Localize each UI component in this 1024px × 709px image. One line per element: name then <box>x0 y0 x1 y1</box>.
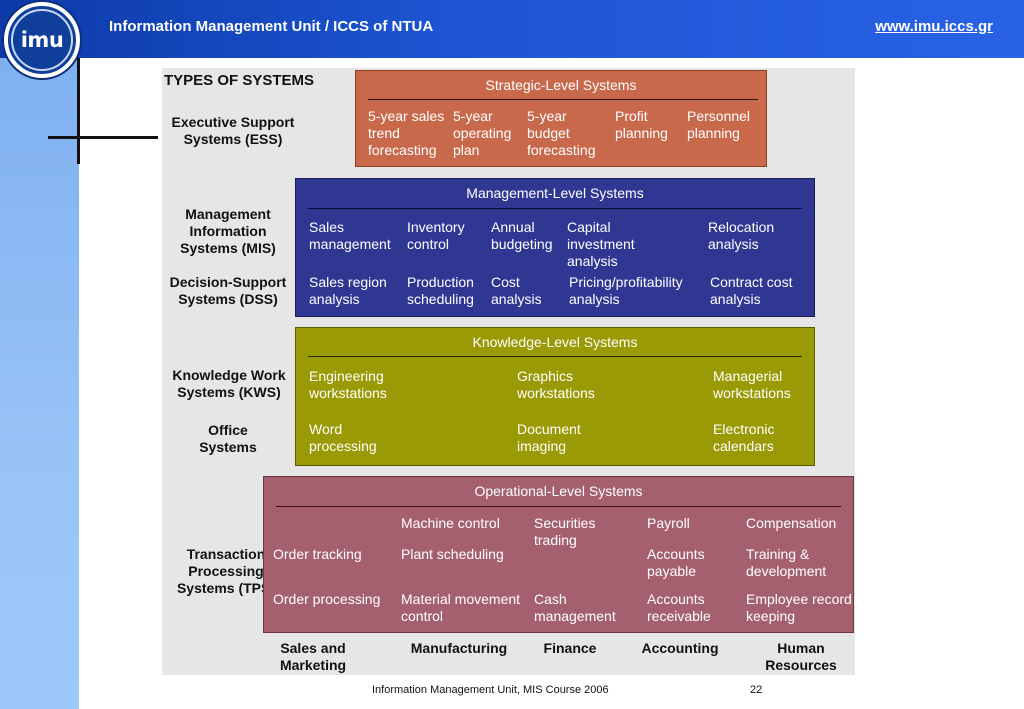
strategic-item: Personnel planning <box>687 108 751 141</box>
row-label-dss: Decision-Support Systems (DSS) <box>169 274 287 307</box>
logo-text: imu <box>20 28 64 52</box>
office-item: Document imaging <box>517 421 581 454</box>
tps-item: Accounts receivable <box>647 591 711 624</box>
strategic-item: 5-year budget forecasting <box>527 108 596 158</box>
tps-item: Payroll <box>647 515 690 531</box>
operational-level-title: Operational-Level Systems <box>474 483 643 499</box>
header-title: Information Management Unit / ICCS of NT… <box>109 18 434 35</box>
row-label-ess: Executive Support Systems (ESS) <box>171 114 295 147</box>
decorative-cross-horizontal <box>48 136 158 139</box>
kws-item: Engineering workstations <box>309 368 387 401</box>
dss-item: Cost analysis <box>491 274 542 307</box>
row-label-office: Office Systems <box>199 422 257 455</box>
kws-item: Graphics workstations <box>517 368 595 401</box>
mis-item: Capital investment analysis <box>567 219 635 269</box>
diagram-title: TYPES OF SYSTEMS <box>164 72 315 89</box>
divider <box>308 356 802 357</box>
operational-level-box: Operational-Level Systems Machine contro… <box>263 476 854 633</box>
imu-logo: imu <box>4 2 80 78</box>
tps-item: Employee record keeping <box>746 591 852 624</box>
dss-item: Production scheduling <box>407 274 474 307</box>
office-item: Electronic calendars <box>713 421 775 454</box>
footer-text: Information Management Unit, MIS Course … <box>372 684 609 696</box>
row-label-mis: Management Information Systems (MIS) <box>180 206 276 256</box>
divider <box>368 99 758 100</box>
tps-item: Order tracking <box>273 546 362 562</box>
area-label-manufacturing: Manufacturing <box>410 640 508 656</box>
strategic-item: 5-year operating plan <box>453 108 512 158</box>
tps-item: Plant scheduling <box>401 546 504 562</box>
decorative-cross-vertical <box>77 58 80 164</box>
row-label-kws: Knowledge Work Systems (KWS) <box>172 367 286 400</box>
mis-item: Relocation analysis <box>708 219 775 252</box>
divider <box>308 208 802 209</box>
tps-item: Order processing <box>273 591 381 607</box>
left-decorative-band <box>0 58 79 709</box>
page-number: 22 <box>750 684 763 696</box>
management-level-title: Management-Level Systems <box>466 185 644 201</box>
kws-item: Managerial workstations <box>713 368 791 401</box>
dss-item: Sales region analysis <box>309 274 387 307</box>
tps-item: Material movement control <box>401 591 521 624</box>
strategic-item: Profit planning <box>615 108 668 141</box>
management-level-box: Management-Level Systems Sales managemen… <box>295 178 815 317</box>
area-label-finance: Finance <box>543 640 597 656</box>
dss-item: Pricing/profitability analysis <box>569 274 683 307</box>
mis-item: Inventory control <box>407 219 465 252</box>
area-label-sales-marketing: Sales and Marketing <box>279 640 347 673</box>
tps-item: Cash management <box>534 591 616 624</box>
area-label-human-resources: Human Resources <box>765 640 837 673</box>
strategic-item: 5-year sales trend forecasting <box>368 108 445 158</box>
knowledge-level-box: Knowledge-Level Systems Engineering work… <box>295 327 815 466</box>
mis-item: Sales management <box>309 219 391 252</box>
divider <box>276 506 841 507</box>
header-bar <box>0 0 1024 58</box>
tps-item: Compensation <box>746 515 837 531</box>
dss-item: Contract cost analysis <box>710 274 793 307</box>
tps-item: Securities trading <box>534 515 596 548</box>
knowledge-level-title: Knowledge-Level Systems <box>472 334 638 350</box>
area-label-accounting: Accounting <box>641 640 719 656</box>
tps-item: Machine control <box>401 515 500 531</box>
mis-item: Annual budgeting <box>491 219 553 252</box>
office-item: Word processing <box>309 421 377 454</box>
tps-item: Accounts payable <box>647 546 705 579</box>
row-label-tps: Transaction Processing Systems (TPS) <box>176 546 276 596</box>
website-link[interactable]: www.imu.iccs.gr <box>875 18 993 35</box>
strategic-level-box: Strategic-Level Systems 5-year sales tre… <box>355 70 767 167</box>
strategic-level-title: Strategic-Level Systems <box>485 77 637 93</box>
tps-item: Training & development <box>746 546 827 579</box>
